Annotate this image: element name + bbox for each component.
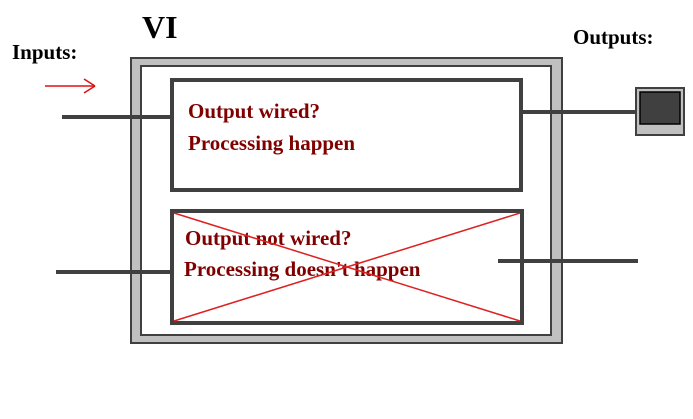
input-arrow-icon	[45, 78, 96, 94]
output-indicator-display	[639, 91, 681, 125]
top-box-line1: Output wired?	[188, 99, 320, 123]
processing-box-wired	[170, 78, 523, 192]
outputs-label: Outputs:	[573, 25, 654, 49]
bottom-box-line2: Processing doesn't happen	[184, 257, 421, 281]
top-box-line2: Processing happen	[188, 131, 355, 155]
bottom-box-line1: Output not wired?	[185, 226, 351, 250]
vi-label: VI	[142, 9, 178, 45]
inputs-label: Inputs:	[12, 40, 77, 64]
cross-out-icon	[173, 212, 521, 322]
